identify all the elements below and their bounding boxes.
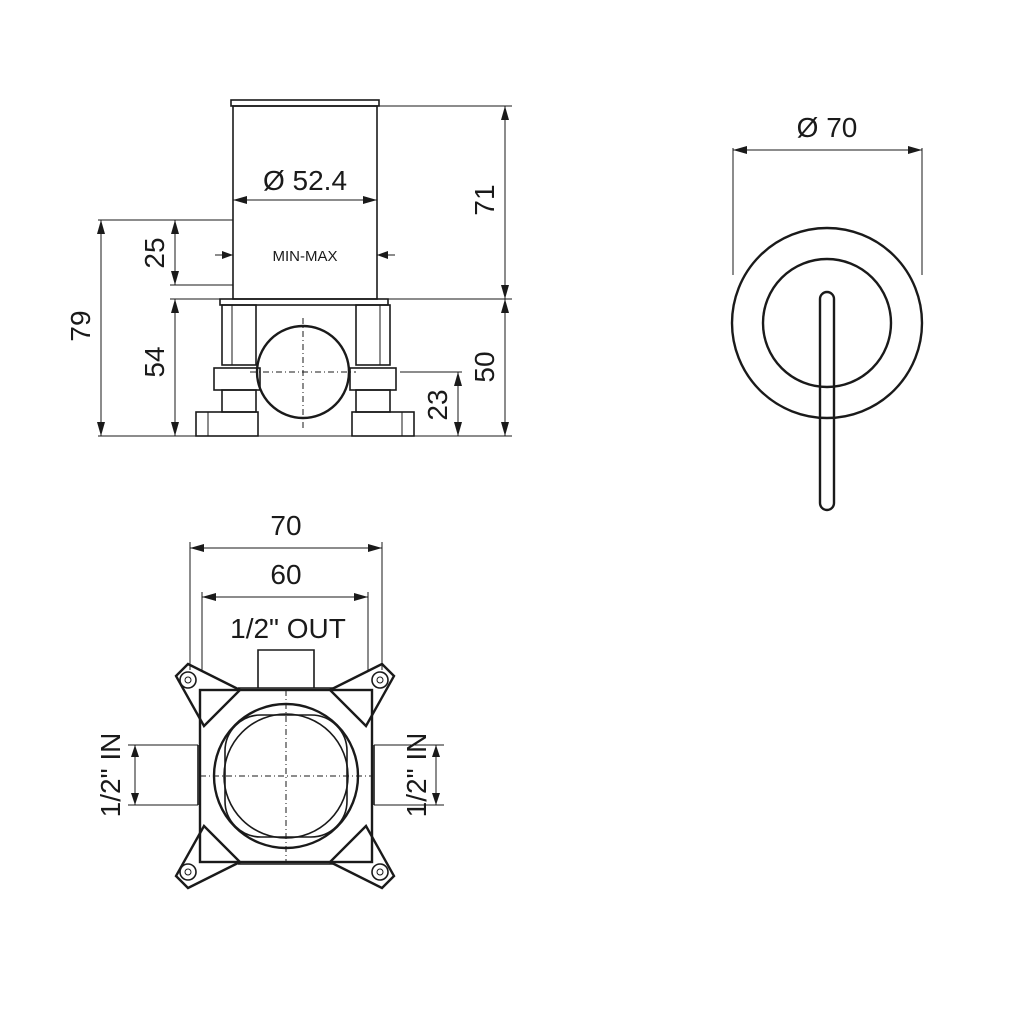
dim-54: 54: [139, 346, 170, 377]
label-in-left: 1/2" IN: [95, 733, 126, 818]
dim-79: 79: [65, 310, 96, 341]
dim-23: 23: [422, 389, 453, 420]
dim-diameter-sleeve: Ø 52.4: [263, 165, 347, 196]
dim-71: 71: [469, 184, 500, 215]
cover-plate-inner-circle: [761, 257, 893, 389]
dim-diameter-plate: Ø 70: [797, 112, 858, 143]
sleeve-cap: [230, 99, 380, 107]
mounting-lug-top-left: [174, 662, 243, 728]
label-out: 1/2" OUT: [230, 613, 346, 644]
label-in-right: 1/2" IN: [401, 733, 432, 818]
side-view: Ø 52.4 MIN-MAX 71 79 25 54 50: [65, 99, 512, 437]
dim-25: 25: [139, 237, 170, 268]
cover-plate-circle: [730, 226, 924, 420]
valve-body: [195, 298, 415, 437]
top-view: 70 60 1/2" OUT: [95, 510, 444, 890]
dim-50: 50: [469, 351, 500, 382]
mounting-lug-top-right: [327, 662, 396, 728]
sleeve-body: [232, 105, 378, 300]
mounting-lug-bottom-left: [174, 824, 243, 890]
front-view: Ø 70: [730, 112, 924, 512]
dim-70: 70: [270, 510, 301, 541]
label-min-max: MIN-MAX: [273, 248, 338, 265]
handle-lever: [818, 290, 836, 512]
mounting-lug-bottom-right: [327, 824, 396, 890]
dim-60: 60: [270, 559, 301, 590]
